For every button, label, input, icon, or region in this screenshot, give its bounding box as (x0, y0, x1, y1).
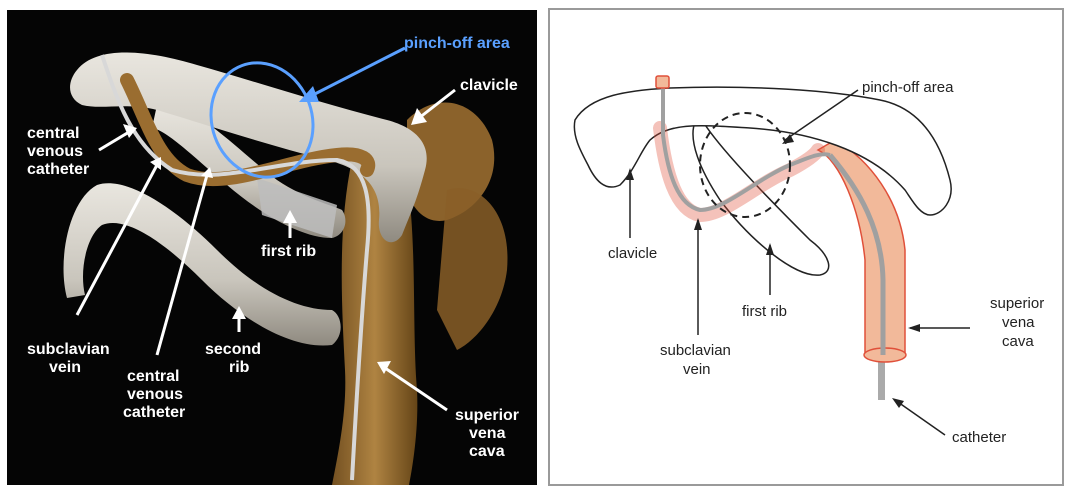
pinch-off-arrow (307, 48, 405, 98)
label-clavicle: clavicle (460, 77, 518, 94)
schematic-panel: pinch-off area clavicle first rib subcla… (548, 8, 1064, 486)
label-cvc-bottom-line1: central (127, 368, 179, 385)
label-clavicle-schematic: clavicle (608, 245, 657, 262)
label-pinch-off-area: pinch-off area (404, 35, 510, 52)
label-svc-line3-schematic: cava (1002, 333, 1034, 350)
right-vessel-branch (437, 188, 507, 350)
first-rib-schematic (693, 120, 829, 275)
ct-rendering-figure: pinch-off area clavicle central venous c… (7, 10, 537, 485)
label-svc-line3: cava (469, 443, 505, 460)
schematic-figure: pinch-off area clavicle first rib subcla… (550, 10, 1062, 484)
label-cvc-bottom-line3: catheter (123, 404, 185, 421)
label-svc-line2: vena (469, 425, 506, 442)
label-subclavian-line2-schematic: vein (683, 361, 711, 378)
label-cvc-top-line3: catheter (27, 161, 89, 178)
ct-rendering-panel: pinch-off area clavicle central venous c… (7, 10, 537, 485)
label-subclavian-line2: vein (49, 359, 81, 376)
label-cvc-bottom-line2: venous (127, 386, 183, 403)
label-pinch-off-area-schematic: pinch-off area (862, 79, 954, 96)
label-svc-line1-schematic: superior (990, 295, 1044, 312)
label-cvc-top-line1: central (27, 125, 79, 142)
label-cvc-top-line2: venous (27, 143, 83, 160)
catheter-arrow-schematic (895, 400, 945, 435)
label-subclavian-line1: subclavian (27, 341, 110, 358)
label-svc-line1: superior (455, 407, 519, 424)
catheter-arrowhead-schematic (892, 398, 904, 408)
svc-arrowhead-schematic (908, 324, 920, 332)
cvc-top-arrow (99, 132, 129, 150)
label-second-rib-line1: second (205, 341, 261, 358)
label-first-rib: first rib (261, 243, 316, 260)
catheter-hub (656, 76, 669, 88)
label-subclavian-line1-schematic: subclavian (660, 342, 731, 359)
label-first-rib-schematic: first rib (742, 303, 787, 320)
label-second-rib-line2: rib (229, 359, 250, 376)
label-catheter-schematic: catheter (952, 429, 1006, 446)
label-svc-line2-schematic: vena (1002, 314, 1035, 331)
